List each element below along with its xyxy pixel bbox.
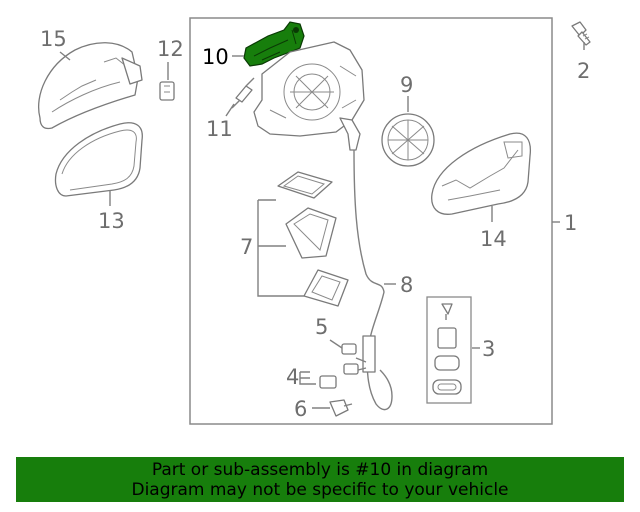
part-13-mirror-glass[interactable]: [54, 122, 143, 197]
callout-10: 10: [202, 45, 229, 69]
part-9-motor[interactable]: [381, 113, 435, 167]
banner-line-1: Part or sub-assembly is #10 in diagram: [151, 460, 489, 480]
part-8-cable[interactable]: [353, 149, 393, 411]
callout-5: 5: [315, 315, 328, 339]
part-14-glass-backing[interactable]: [431, 132, 532, 215]
callout-6: 6: [294, 397, 307, 421]
callout-15: 15: [40, 27, 67, 51]
banner-line-2: Diagram may not be specific to your vehi…: [131, 480, 509, 500]
callout-1: 1: [564, 211, 577, 235]
callout-9: 9: [400, 73, 413, 97]
callout-4: 4: [286, 365, 299, 389]
part-10-actuator-bracket[interactable]: [243, 21, 305, 67]
callout-13: 13: [98, 209, 125, 233]
part-15-mirror-cover[interactable]: [38, 42, 143, 130]
part-5-connector[interactable]: [341, 343, 357, 355]
part-2-screw[interactable]: [571, 21, 591, 46]
callout-14: 14: [480, 227, 507, 251]
callout-11: 11: [206, 117, 233, 141]
notice-banner: Part or sub-assembly is #10 in diagram D…: [16, 457, 624, 502]
part-6-clip[interactable]: [329, 399, 353, 417]
leader-lines: [59, 42, 585, 409]
part-12-clip[interactable]: [159, 81, 175, 101]
mirror-base-housing: [253, 41, 365, 151]
part-3-hardware-kit[interactable]: [426, 296, 472, 404]
callout-3: 3: [482, 337, 495, 361]
callout-2: 2: [577, 59, 590, 83]
part-7-trim-pieces[interactable]: [277, 171, 349, 307]
callout-8: 8: [400, 273, 413, 297]
assembly-frame: [189, 17, 553, 425]
part-11-connector[interactable]: [231, 77, 255, 109]
callout-7: 7: [240, 235, 253, 259]
part-4-connectors[interactable]: [319, 357, 367, 389]
callout-12: 12: [157, 37, 184, 61]
